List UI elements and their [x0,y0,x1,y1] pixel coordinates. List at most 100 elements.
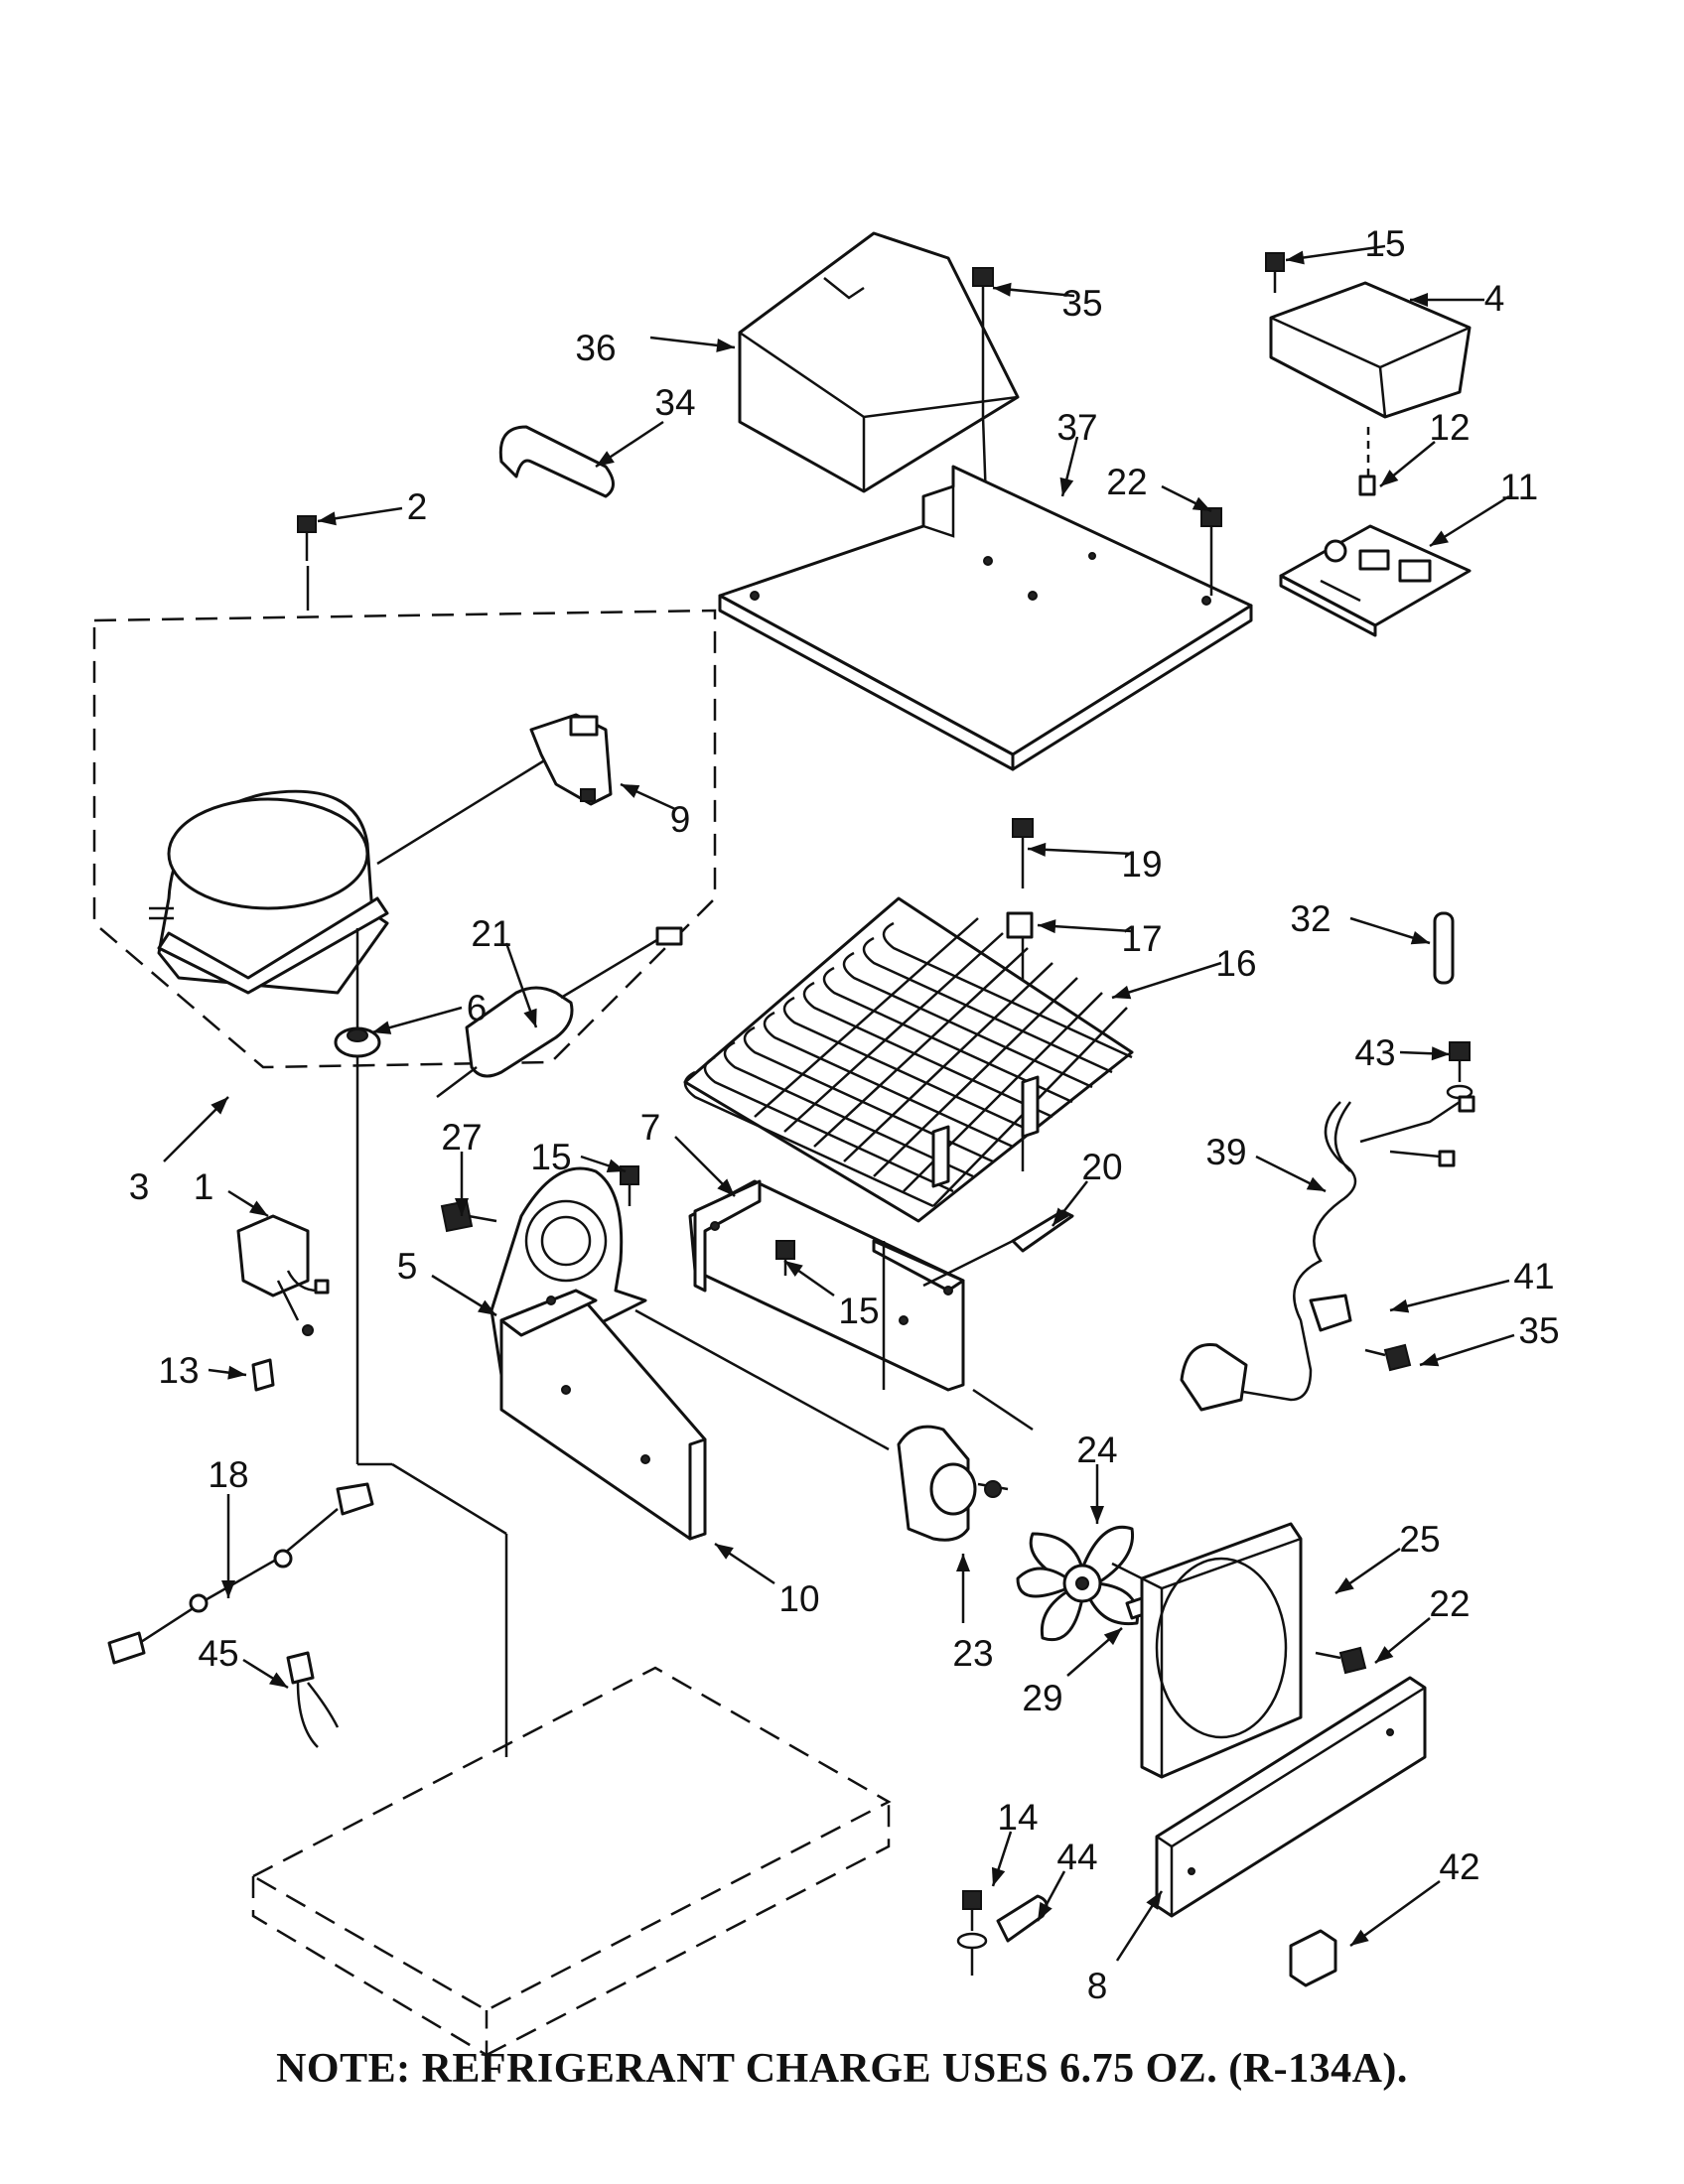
callout-34: 34 [654,382,695,423]
compressor [149,789,389,995]
control-board-11 [1279,524,1472,637]
refrigerant-note: NOTE: REFRIGERANT CHARGE USES 6.75 OZ. (… [276,2046,1408,2092]
callout-14: 14 [997,1797,1038,1838]
callout-20: 20 [1081,1147,1122,1187]
leader-arrow-2 [318,511,337,526]
overload-relay-9 [529,713,613,806]
fan-blade-24 [1016,1526,1139,1641]
callout-10: 10 [778,1578,819,1619]
bracket-13 [251,1358,275,1392]
callout-37: 37 [1056,407,1097,448]
leader-arrow-15 [606,1159,626,1172]
leader-arrow-12 [1380,470,1399,486]
bracket-10 [499,1289,707,1541]
callout-15: 15 [838,1291,879,1331]
leader-arrow-45 [269,1672,288,1688]
leader-arrow-27 [455,1198,469,1216]
leader-arrow-22 [1192,496,1211,511]
leader-arrow-37 [1059,477,1074,496]
callout-45: 45 [198,1633,238,1674]
screw-15-top [1265,252,1285,293]
leader-arrow-8 [1146,1891,1162,1910]
callout-15: 15 [1364,223,1405,264]
power-cord-39 [1180,1095,1475,1412]
callout-6: 6 [467,988,488,1028]
leader-arrow-35 [993,282,1012,297]
leader-arrow-24 [1090,1506,1104,1524]
cord-clamp-41 [1309,1294,1352,1332]
callout-13: 13 [158,1350,199,1391]
callout-9: 9 [670,799,691,840]
leader-arrow-14 [991,1866,1006,1886]
grommet-6 [334,928,381,1058]
wire-line [376,757,547,866]
callout-15: 15 [530,1137,571,1177]
leader-arrow-34 [596,451,615,467]
leader-arrow-3 [210,1097,228,1115]
base-plate-37 [718,465,1253,771]
callout-35: 35 [1061,283,1102,324]
callout-36: 36 [575,328,616,368]
leader-arrow-4 [1410,293,1428,307]
callout-21: 21 [471,913,511,954]
screw-22-right [1315,1646,1367,1675]
callout-11: 11 [1500,467,1538,507]
callout-44: 44 [1056,1837,1097,1877]
leader-arrow-25 [1335,1576,1354,1593]
leader-arrow-10 [715,1544,734,1560]
callout-19: 19 [1121,844,1162,885]
callout-35: 35 [1518,1310,1559,1351]
leader-arrow-22 [1375,1646,1394,1663]
callout-41: 41 [1513,1256,1554,1297]
callout-16: 16 [1215,943,1256,984]
leader-arrow-18 [221,1580,235,1598]
callout-32: 32 [1290,898,1331,939]
clip-17 [1006,911,1034,939]
leader-arrow-42 [1350,1929,1369,1946]
drain-hose-34 [498,425,615,498]
fan-motor-23 [897,1425,1009,1542]
leader-arrow-43 [1431,1046,1450,1061]
fan-shroud-25 [1140,1522,1303,1779]
cabinet-base-outline [250,1666,892,2058]
leader-arrow-35 [1420,1352,1440,1367]
leader-arrow-5 [478,1299,496,1315]
callout-29: 29 [1022,1678,1062,1718]
leader-line-41 [1389,1279,1510,1312]
leader-arrow-19 [1028,842,1047,857]
screw-14 [956,1890,988,1976]
leader-arrow-39 [1306,1176,1326,1191]
callout-23: 23 [952,1633,993,1674]
leader-arrow-15 [1286,250,1305,265]
screw-19 [1012,818,1034,888]
leader-line-42 [1349,1879,1441,1948]
screw-22-top [1200,507,1222,596]
drier-21 [436,926,683,1098]
leader-arrow-7 [717,1178,735,1196]
callout-5: 5 [397,1246,418,1287]
callout-2: 2 [407,486,428,527]
screw-27 [440,1199,497,1233]
callout-25: 25 [1399,1519,1440,1560]
leader-arrow-36 [716,338,735,352]
callout-43: 43 [1354,1032,1395,1073]
control-cover-4 [1269,281,1472,419]
switch-42 [1289,1929,1337,1987]
callout-8: 8 [1087,1966,1108,2006]
leader-line-16 [1111,961,1222,1000]
callout-42: 42 [1439,1846,1479,1887]
screw-15-lower [775,1240,795,1276]
leader-arrow-11 [1430,530,1449,546]
screw-15-mid [620,1165,639,1206]
leader-arrow-21 [523,1008,537,1027]
screw-43 [1446,1041,1474,1100]
leader-arrow-32 [1410,930,1430,945]
callout-17: 17 [1121,918,1162,959]
leader-arrow-29 [1103,1628,1122,1646]
leader-arrow-6 [372,1021,392,1034]
leader-arrow-9 [621,784,640,798]
leader-arrow-20 [1052,1207,1069,1226]
callout-7: 7 [640,1107,661,1148]
callout-22: 22 [1106,462,1147,502]
